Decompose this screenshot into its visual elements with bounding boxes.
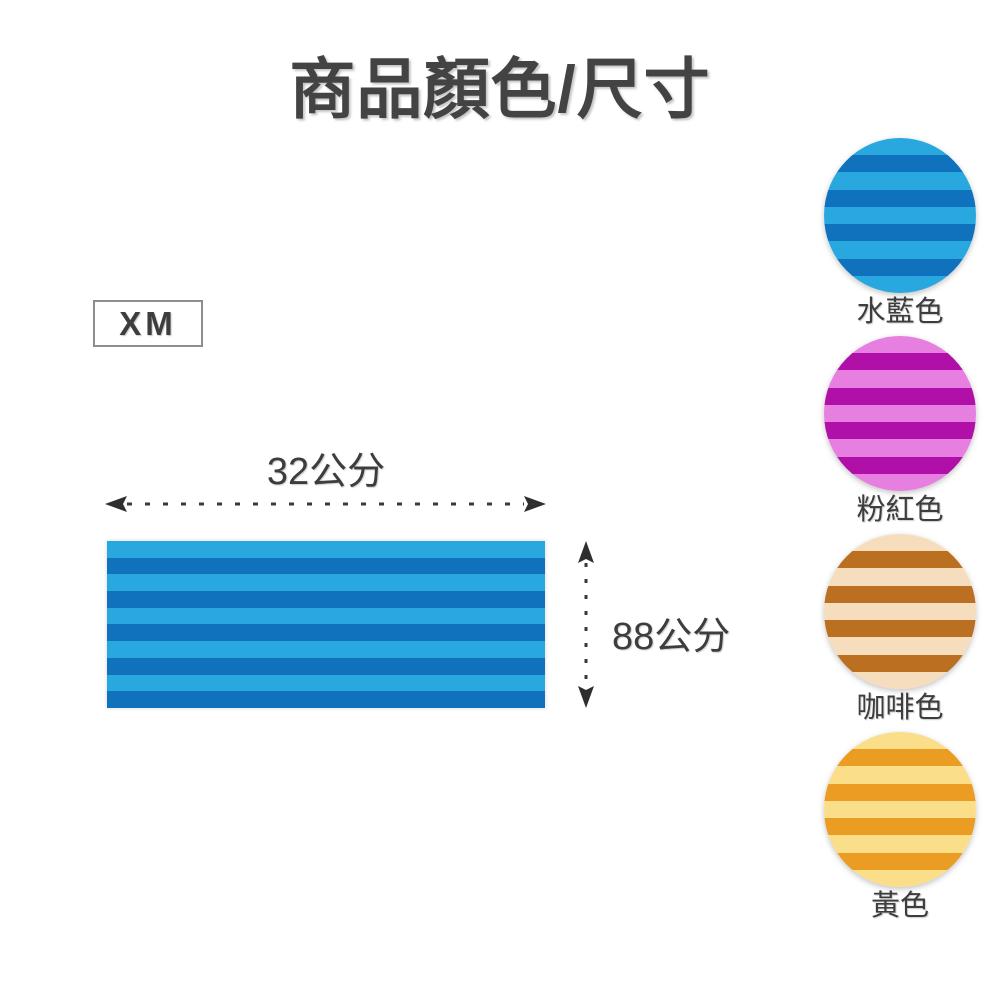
- color-swatch-list: 水藍色粉紅色咖啡色黃色: [805, 138, 995, 930]
- stripe: [824, 654, 976, 672]
- product-size-swatch: [107, 541, 545, 708]
- color-swatch-item[interactable]: 咖啡色: [805, 534, 995, 726]
- color-swatch-label: 水藍色: [856, 296, 944, 328]
- stripe: [824, 155, 976, 173]
- width-dimension-label: 32公分: [266, 451, 386, 493]
- stripe: [824, 224, 976, 242]
- stripe: [824, 138, 976, 156]
- stripe: [107, 657, 545, 675]
- color-swatch-label: 粉紅色: [856, 494, 944, 526]
- width-dimension-arrow: [105, 496, 546, 512]
- stripe: [824, 353, 976, 371]
- page-title: 商品顏色/尺寸: [289, 52, 711, 126]
- stripe: [824, 275, 976, 293]
- stripe: [824, 206, 976, 225]
- stripe: [824, 671, 976, 689]
- stripe: [824, 189, 976, 207]
- stripe: [107, 691, 545, 708]
- stripe: [824, 835, 976, 853]
- stripe: [824, 637, 976, 655]
- size-tag: XM: [93, 300, 203, 347]
- stripe: [824, 404, 976, 423]
- stripe: [824, 602, 976, 621]
- stripe: [824, 852, 976, 870]
- color-swatch-circle[interactable]: [824, 336, 976, 491]
- stripe: [824, 473, 976, 491]
- color-swatch-circle[interactable]: [824, 534, 976, 689]
- stripe: [824, 585, 976, 603]
- height-dimension-arrow: [578, 541, 594, 708]
- size-tag-label: XM: [119, 304, 177, 342]
- color-swatch-item[interactable]: 粉紅色: [805, 336, 995, 528]
- stripe: [824, 783, 976, 801]
- stripe: [824, 439, 976, 457]
- color-swatch-item[interactable]: 水藍色: [805, 138, 995, 330]
- stripe: [824, 766, 976, 784]
- stripe: [824, 568, 976, 586]
- stripe: [107, 607, 545, 625]
- color-swatch-circle[interactable]: [824, 732, 976, 887]
- color-swatch-item[interactable]: 黃色: [805, 732, 995, 924]
- stripe: [107, 557, 545, 575]
- stripe: [824, 172, 976, 190]
- stripe: [824, 869, 976, 887]
- stripe: [824, 534, 976, 552]
- stripe: [107, 641, 545, 658]
- height-dimension-label: 88公分: [612, 616, 731, 658]
- color-swatch-label: 咖啡色: [856, 692, 944, 724]
- stripe: [824, 336, 976, 354]
- stripe: [107, 541, 545, 558]
- stripe: [107, 574, 545, 592]
- stripe: [824, 387, 976, 405]
- stripe: [824, 422, 976, 440]
- color-swatch-circle[interactable]: [824, 138, 976, 293]
- stripe: [824, 818, 976, 836]
- color-swatch-label: 黃色: [870, 890, 929, 922]
- stripe: [824, 732, 976, 750]
- stripe: [824, 258, 976, 276]
- stripe: [824, 456, 976, 474]
- stripe: [824, 749, 976, 767]
- stripe: [824, 370, 976, 388]
- stripe: [824, 620, 976, 638]
- stripe: [824, 551, 976, 569]
- stripe: [107, 591, 545, 608]
- stripe: [107, 624, 545, 642]
- stripe: [824, 800, 976, 819]
- stripe: [824, 241, 976, 259]
- stripe: [107, 674, 545, 692]
